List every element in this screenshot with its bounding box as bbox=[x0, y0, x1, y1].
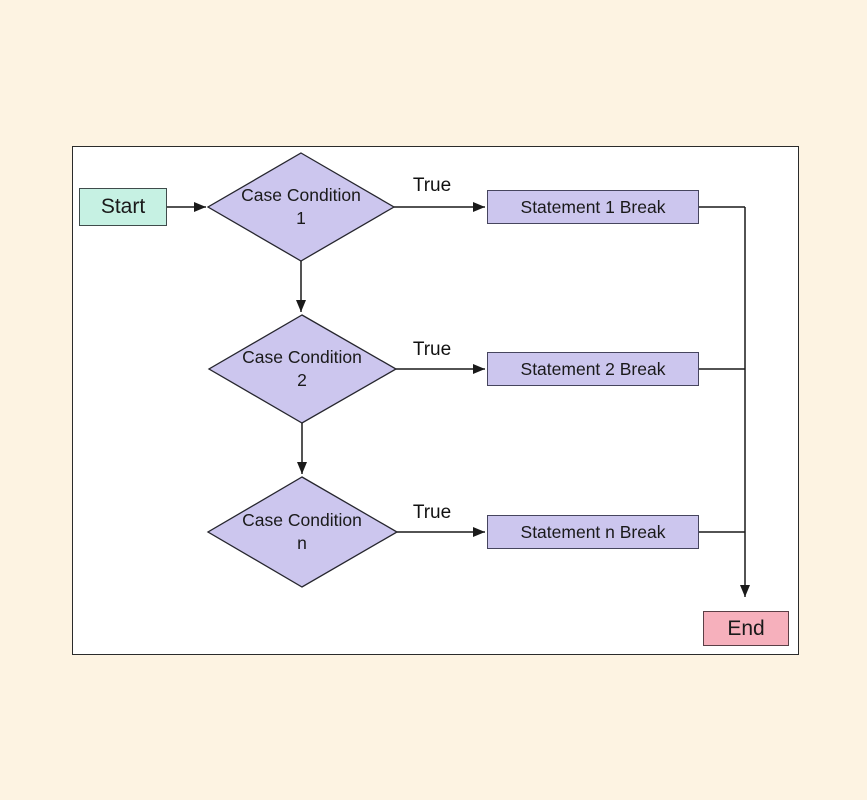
condition-n-label-line1: Case Condition bbox=[242, 510, 362, 530]
condition-2-label: Case Condition 2 bbox=[207, 346, 397, 392]
start-label: Start bbox=[100, 195, 146, 218]
flowchart-canvas: Start End Statement 1 Break Statement 2 … bbox=[72, 146, 799, 655]
condition-1-label-line2: 1 bbox=[296, 208, 306, 228]
condition-1-label: Case Condition 1 bbox=[206, 184, 396, 230]
statement-n-node: Statement n Break bbox=[487, 515, 699, 549]
statement-1-node: Statement 1 Break bbox=[487, 190, 699, 224]
flowchart-connector-layer bbox=[167, 152, 750, 597]
true-label-1: True bbox=[412, 175, 452, 196]
end-node: End bbox=[703, 611, 789, 646]
condition-2-label-line1: Case Condition bbox=[242, 347, 362, 367]
statement-2-label: Statement 2 Break bbox=[520, 358, 666, 379]
statement-n-label: Statement n Break bbox=[520, 521, 666, 542]
start-node: Start bbox=[79, 188, 167, 226]
statement-2-node: Statement 2 Break bbox=[487, 352, 699, 386]
condition-n-diamond bbox=[206, 476, 399, 588]
condition-2-label-line2: 2 bbox=[297, 370, 307, 390]
condition-n-label: Case Condition n bbox=[207, 509, 397, 555]
true-label-2: True bbox=[412, 339, 452, 360]
condition-n-label-line2: n bbox=[297, 533, 307, 553]
end-label: End bbox=[727, 616, 765, 640]
statement-1-label: Statement 1 Break bbox=[520, 196, 666, 217]
true-label-n: True bbox=[412, 502, 452, 523]
condition-1-label-line1: Case Condition bbox=[241, 185, 361, 205]
